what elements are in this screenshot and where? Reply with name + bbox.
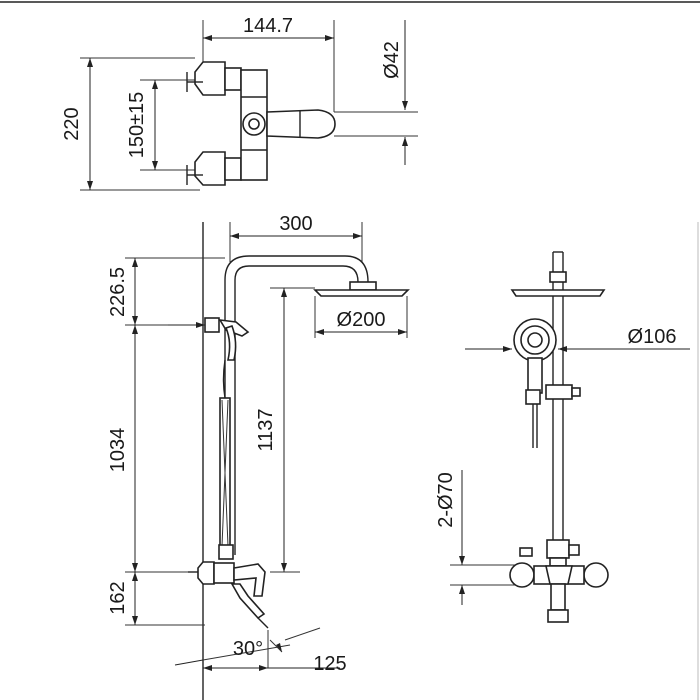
head-diameter-label: Ø200 [337, 309, 386, 331]
spout-length-label: 125 [313, 653, 346, 675]
top-arm-label: 300 [279, 213, 312, 235]
shower-side-view [125, 222, 410, 700]
mixer-top-view [80, 20, 418, 191]
mixer-width-label: 144.7 [243, 15, 293, 37]
overall-height-label: 1137 [255, 408, 277, 451]
inlet-spacing-label: 150±15 [126, 92, 148, 159]
bottom-height-label: 162 [107, 581, 129, 614]
outlet-diameter-label: Ø42 [381, 41, 403, 79]
spout-angle-label: 30° [233, 638, 263, 660]
mixer-height-label: 220 [61, 107, 83, 140]
head-offset-label: 226.5 [107, 267, 129, 317]
shower-front-view [450, 251, 690, 623]
riser-length-label: 1034 [107, 428, 129, 473]
hand-shower-diameter-label: Ø106 [628, 326, 677, 348]
inlet-covers-label: 2-Ø70 [435, 472, 457, 528]
